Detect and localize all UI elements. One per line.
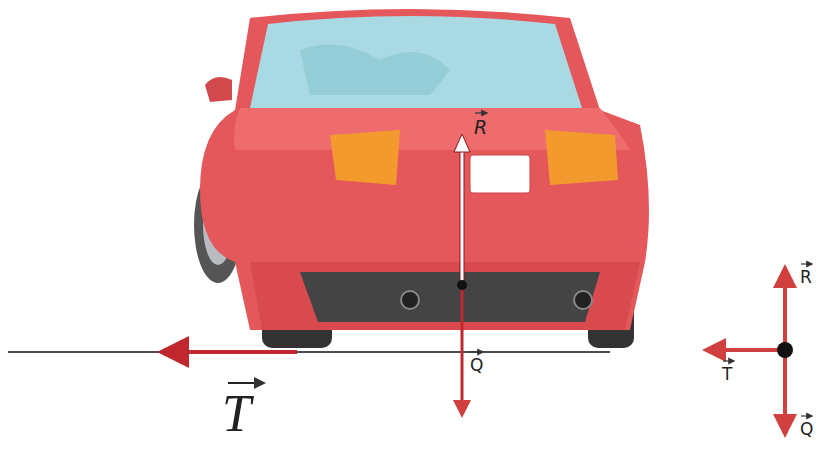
- force-label: T: [222, 388, 251, 440]
- force-label: Q: [470, 357, 483, 374]
- force-label: R: [800, 269, 812, 286]
- force-label: R: [474, 118, 487, 137]
- force-label: Q: [800, 421, 813, 438]
- force-label: T: [722, 366, 732, 383]
